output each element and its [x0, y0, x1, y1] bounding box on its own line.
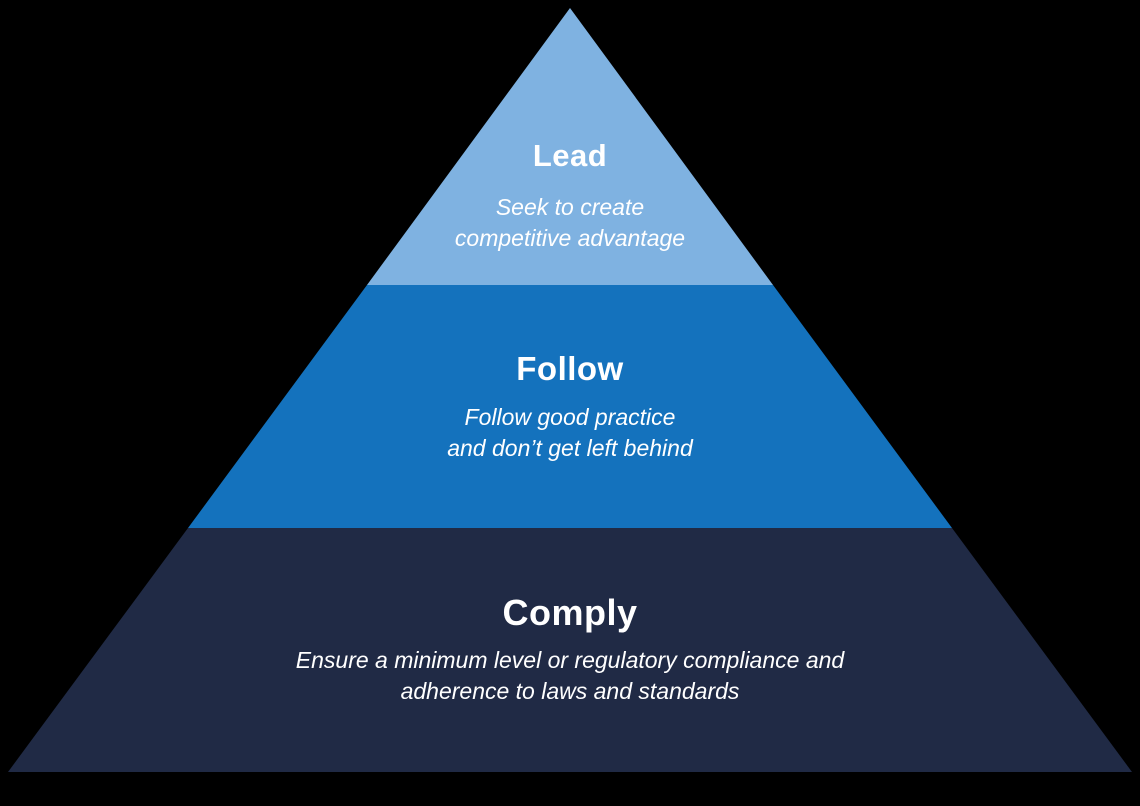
- tier-lead-label: Lead: [532, 138, 608, 173]
- tier-follow-description-line-1: Follow good practice: [464, 404, 676, 430]
- tier-follow-description: Follow good practice and don’t get left …: [0, 402, 1140, 464]
- tier-comply-shape: [8, 528, 1132, 772]
- tier-comply-description: Ensure a minimum level or regulatory com…: [0, 645, 1140, 707]
- tier-lead-description-line-2: competitive advantage: [454, 225, 686, 251]
- tier-comply-description-line-2: adherence to laws and standards: [400, 678, 740, 704]
- tier-follow-shape: [188, 285, 952, 528]
- tier-lead-shape: [367, 8, 773, 285]
- tier-follow-label: Follow: [516, 350, 624, 387]
- tier-lead-description-line-1: Seek to create: [495, 194, 645, 220]
- tier-comply-description-line-1: Ensure a minimum level or regulatory com…: [295, 647, 845, 673]
- tier-comply-label: Comply: [502, 592, 638, 633]
- tier-follow-description-line-2: and don’t get left behind: [447, 435, 693, 461]
- tier-lead-description: Seek to create competitive advantage: [0, 192, 1140, 254]
